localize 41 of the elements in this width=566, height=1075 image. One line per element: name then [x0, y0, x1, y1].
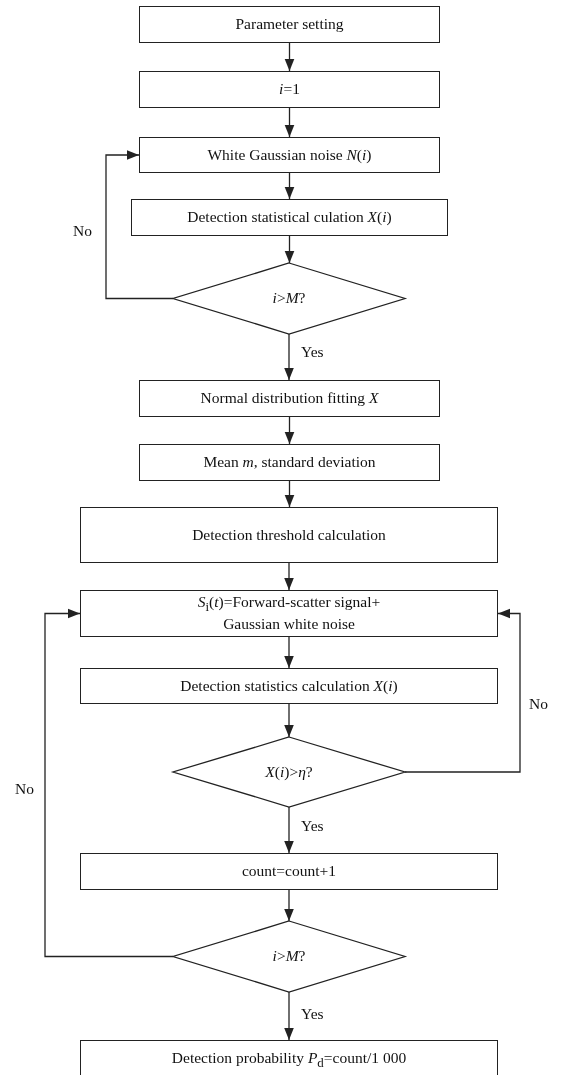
process-box [80, 853, 498, 890]
decision-text: i>M? [272, 947, 306, 966]
arrow [284, 703, 294, 738]
arrow [44, 608, 174, 958]
arrow [284, 42, 295, 72]
step-text: Detection statistical culation X(i) [187, 208, 392, 227]
process-box [80, 507, 498, 563]
arrow [284, 333, 294, 381]
step-text: Normal distribution fitting X [200, 389, 379, 408]
arrow [105, 150, 174, 300]
step-text: Detection probability P$_{d}$=count/1 000 [171, 1049, 407, 1071]
process-box [139, 137, 440, 173]
arrow [284, 806, 294, 854]
process-box [139, 444, 440, 481]
process-box [139, 71, 440, 108]
process-box [139, 380, 440, 417]
arrow [284, 416, 295, 445]
process-box [131, 199, 448, 236]
step-text: i=1 [279, 80, 300, 99]
arrow [284, 480, 295, 508]
arrow [284, 889, 294, 922]
process-box [139, 6, 440, 43]
arrow [284, 562, 294, 591]
step-text: Parameter setting [235, 15, 344, 34]
arrow [284, 172, 295, 200]
arrow [404, 608, 521, 773]
arrow [284, 991, 294, 1041]
step-text: White Gaussian noise N(i) [207, 145, 372, 165]
decision-text: i>M? [272, 289, 306, 308]
arrow [284, 107, 295, 138]
step-text: S$_{i}$(t)=Forward-scatter signal+ Gaussian white noise [196, 593, 382, 634]
step-text: Mean m, standard deviation [203, 453, 376, 472]
arrow [284, 235, 295, 264]
arrow [284, 636, 294, 669]
step-text: Detection threshold calculation [192, 525, 386, 545]
process-box [80, 1040, 498, 1075]
process-box [80, 590, 498, 637]
decision-text: X(i)>η? [265, 762, 313, 782]
step-text: Detection statistics calculation X(i) [180, 676, 398, 696]
process-box [80, 668, 498, 704]
step-text: count=count+1 [241, 862, 337, 881]
